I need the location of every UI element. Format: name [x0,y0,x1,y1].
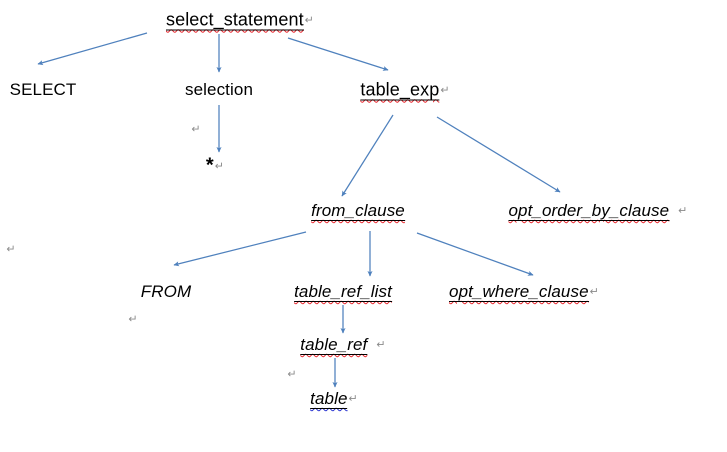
tree-node-FROM: FROM [141,283,191,301]
edge-select_statement-to-table_exp [287,37,389,71]
tree-node-table_ref: table_ref ↵ [300,335,386,355]
edge-table_exp-to-opt_order_by_clause [436,116,561,193]
tree-node-SELECT: SELECT [10,81,77,99]
tree-node-label: FROM [140,282,192,301]
return-mark-icon-mark-selection-left: ↵ [191,123,201,136]
tree-node-label: SELECT [9,80,77,99]
tree-node-star: *↵ [206,156,224,177]
return-mark-icon-mark-left-of-table: ↵ [287,368,297,381]
tree-node-label: table [310,389,348,409]
return-mark-icon: ↵ [304,14,315,27]
edge-select_statement-to-SELECT [37,32,148,66]
tree-node-label: selection [185,80,253,99]
tree-node-from_clause: from_clause [311,201,405,221]
tree-node-table: table↵ [310,389,358,409]
tree-node-label: opt_order_by_clause [508,201,670,221]
tree-node-select_statement: select_statement↵ [165,9,315,31]
edge-table_exp-to-from_clause [341,114,394,197]
tree-node-selection: selection [185,81,253,99]
return-mark-icon: ↵ [376,339,386,351]
return-mark-icon: ↵ [440,84,450,97]
return-mark-icon: ↵ [589,286,599,298]
tree-node-label: table_exp [360,79,440,101]
return-mark-icon: ↵ [678,205,688,217]
tree-node-opt_where_clause: opt_where_clause↵ [449,282,599,302]
tree-node-label: * [205,154,214,177]
tree-node-label: table_ref_list [294,282,392,302]
tree-node-label: table_ref [300,335,368,355]
tree-node-label: select_statement [165,9,304,31]
edge-from_clause-to-FROM [173,231,307,267]
tree-node-table_exp: table_exp↵ [360,79,450,101]
tree-node-opt_order_by_clause: opt_order_by_clause ↵ [508,201,688,221]
return-mark-icon-mark-left-margin: ↵ [6,243,16,256]
return-mark-icon-mark-below-from: ↵ [128,313,138,326]
tree-node-label: opt_where_clause [449,282,589,302]
tree-node-label: from_clause [311,201,405,221]
tree-node-table_ref_list: table_ref_list [294,282,392,302]
return-mark-icon: ↵ [348,393,358,405]
return-mark-icon: ↵ [214,160,225,173]
edge-from_clause-to-opt_where_clause [416,232,534,276]
